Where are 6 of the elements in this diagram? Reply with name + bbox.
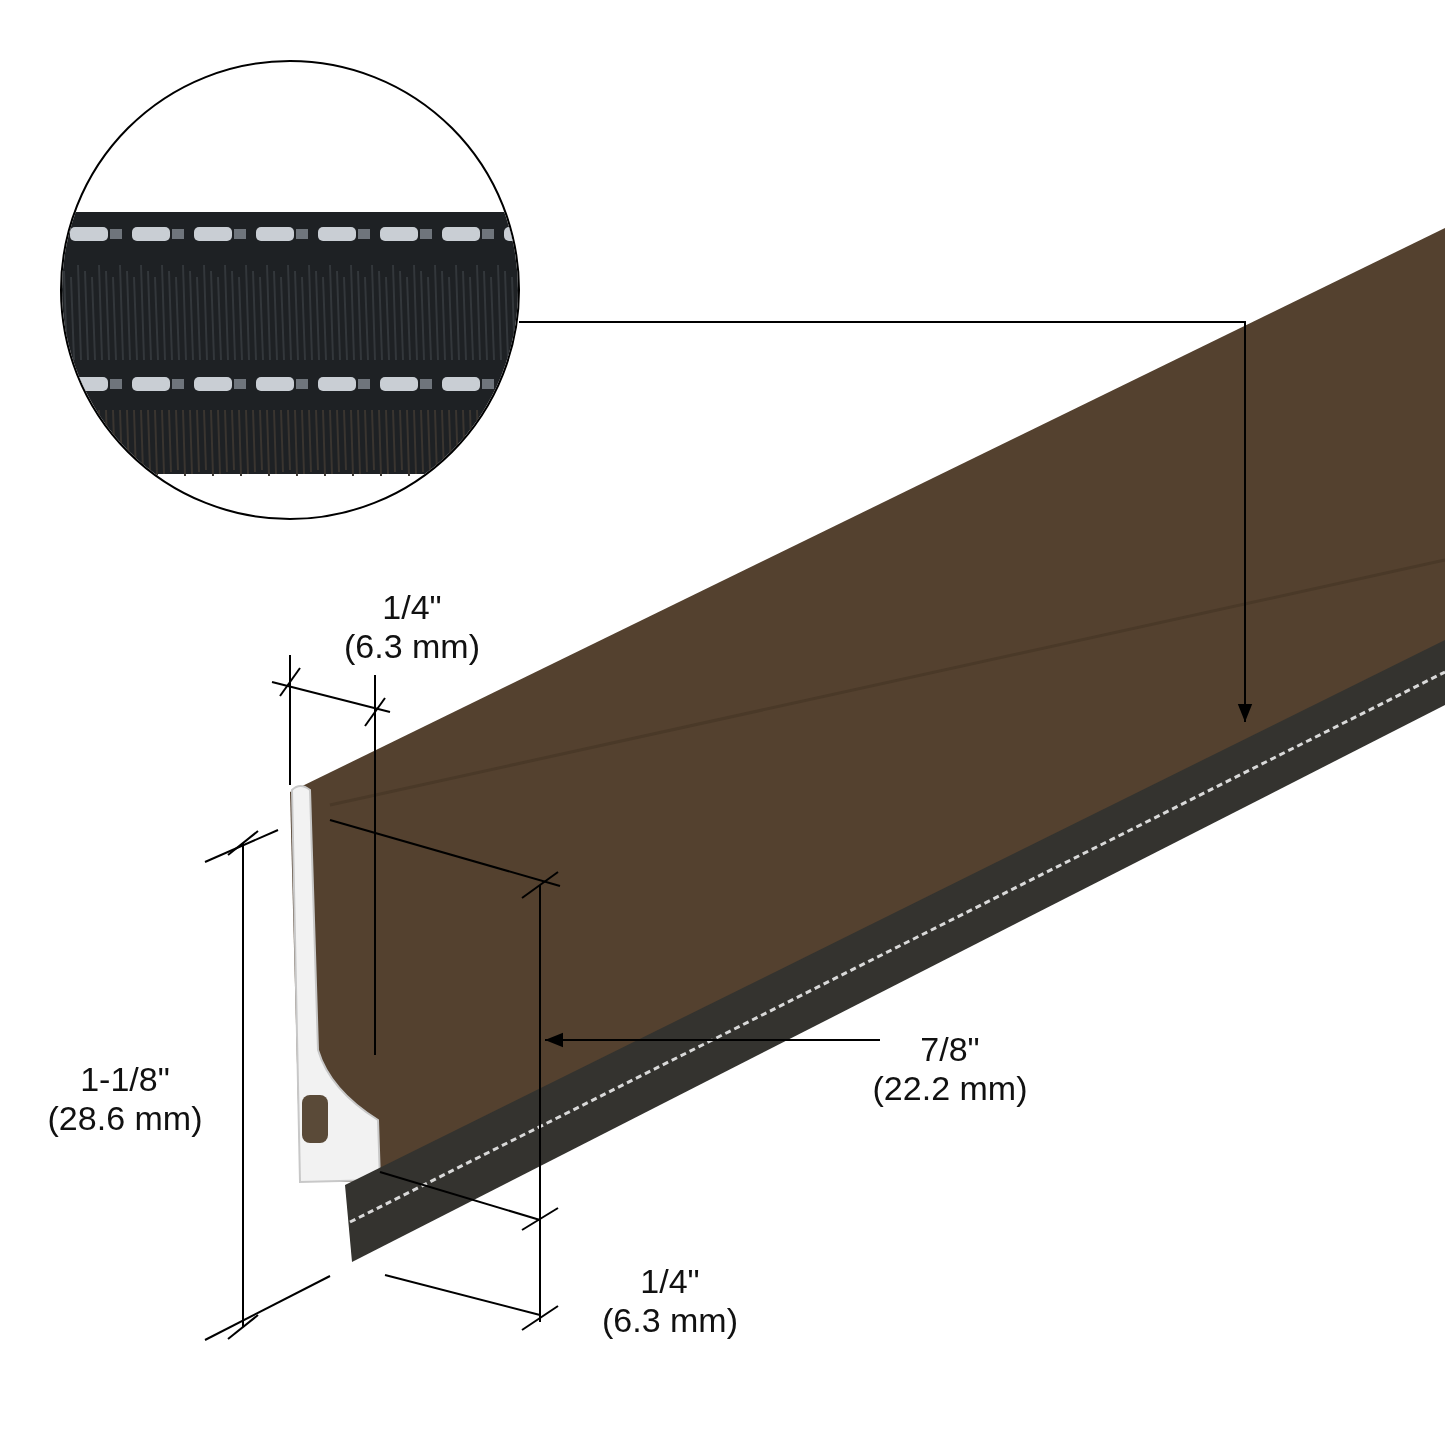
magnified-brush-picture [60, 60, 520, 520]
leader-line [518, 321, 1253, 723]
dimension-label: 7/8" (22.2 mm) [872, 1030, 1028, 1109]
dimension-label: 1-1/8" (28.6 mm) [47, 1060, 203, 1139]
dimension-label: 1/4" (6.3 mm) [602, 1262, 738, 1341]
dimension-label: 1/4" (6.3 mm) [344, 588, 480, 667]
